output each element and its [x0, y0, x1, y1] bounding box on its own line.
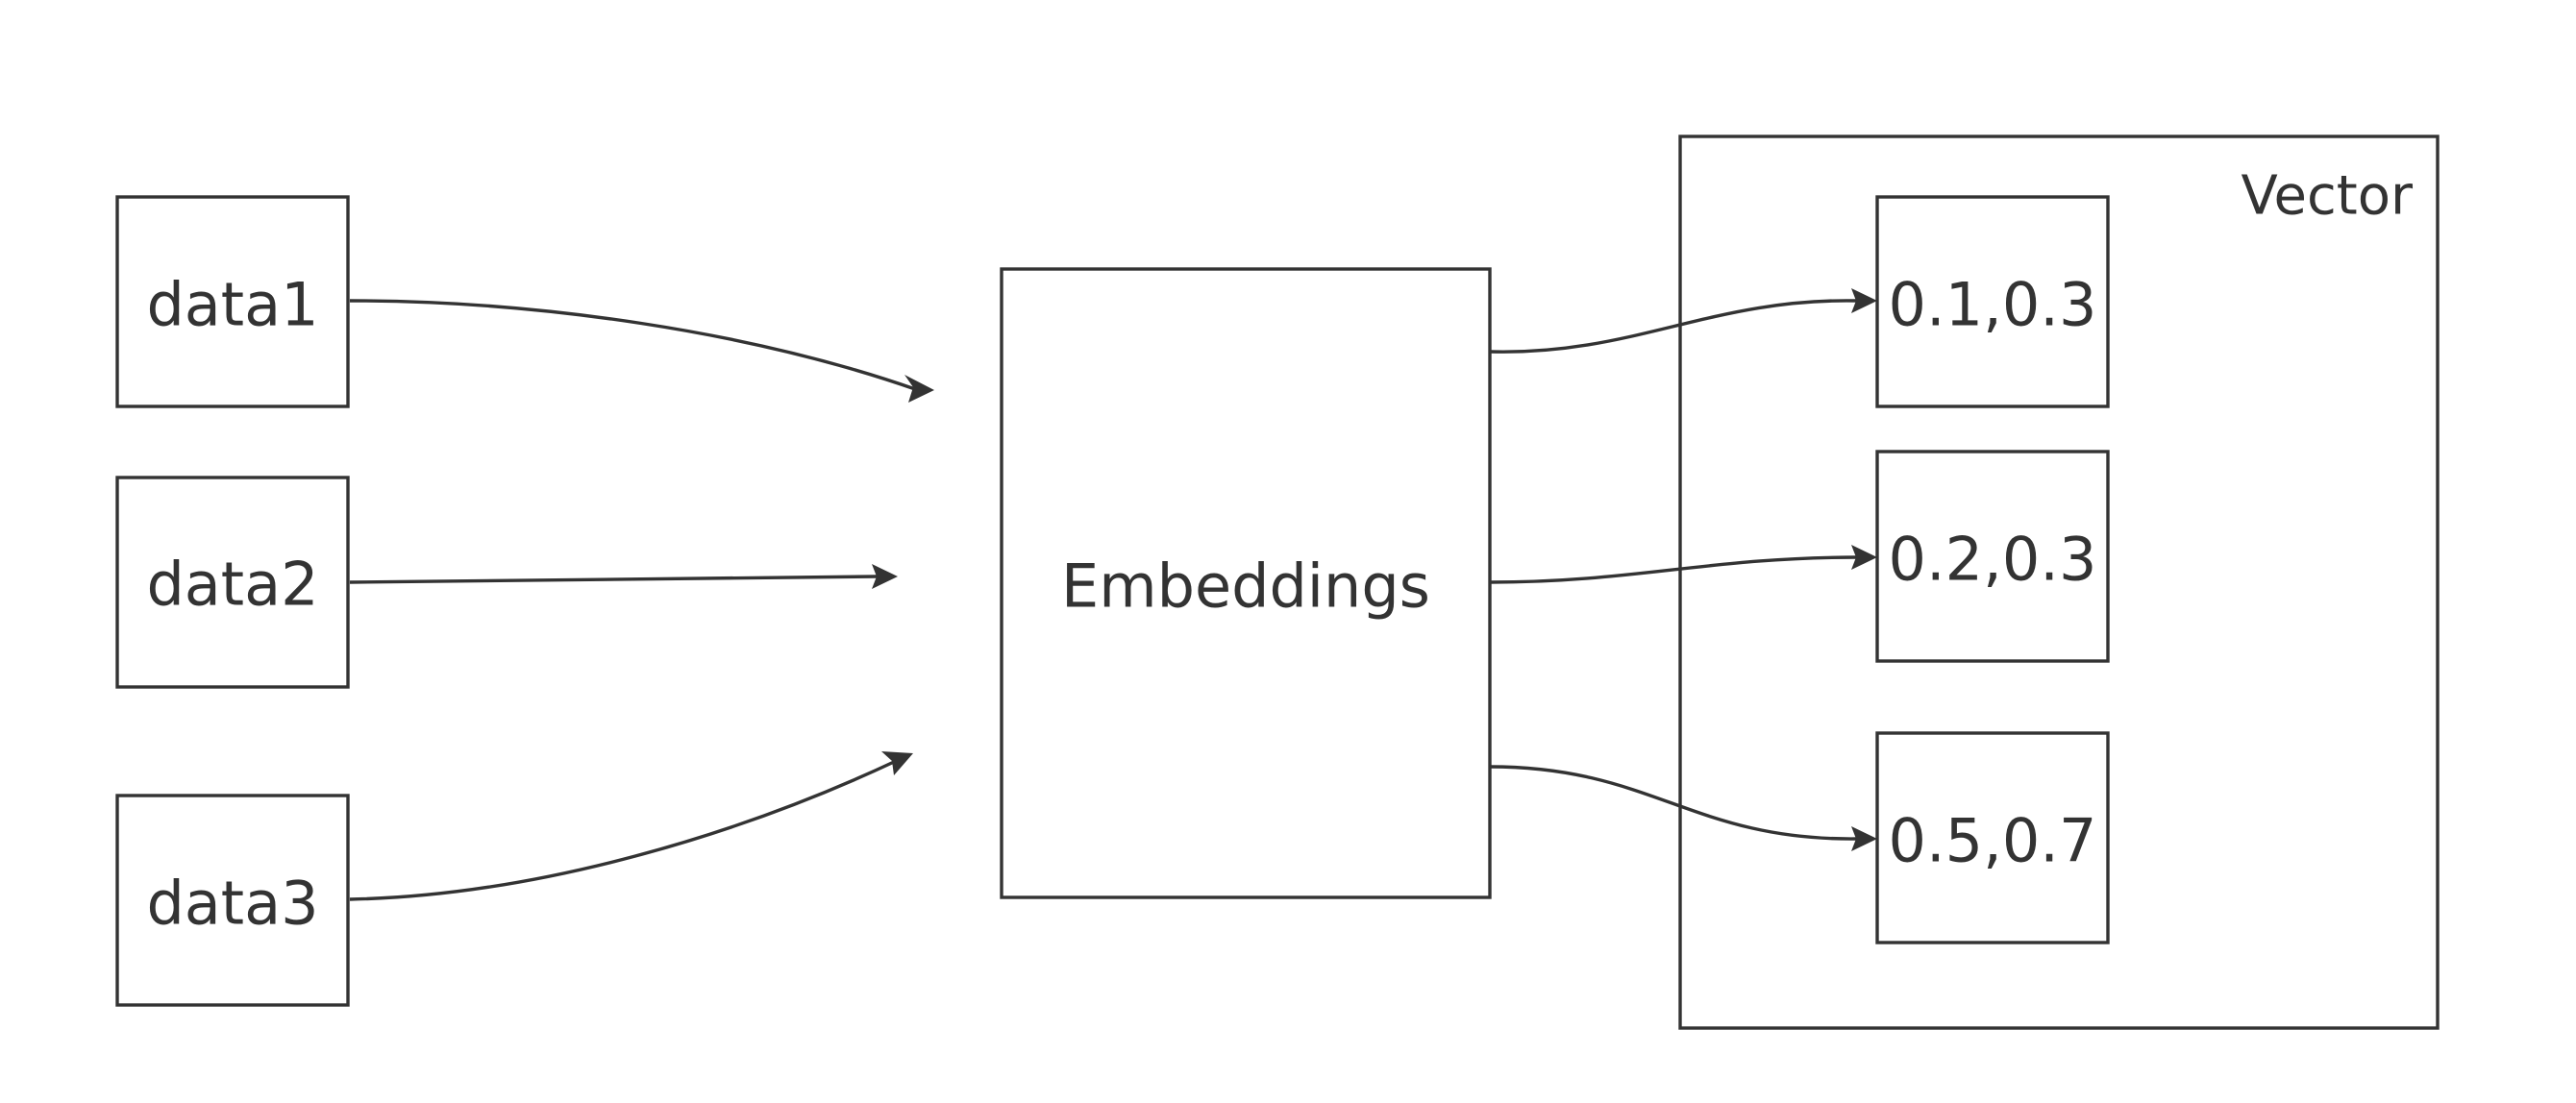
output-node-box	[1875, 450, 2110, 663]
edge-data3-embeddings	[349, 751, 913, 901]
input-node-box	[115, 195, 350, 408]
arrowhead	[904, 375, 934, 403]
input-node-box	[115, 794, 350, 1007]
arrowhead	[1851, 545, 1877, 570]
vector-container-label: Vector	[2242, 165, 2414, 228]
edge-data1-embeddings	[349, 299, 934, 403]
edge-line	[1489, 765, 1858, 841]
input-node-label: data3	[146, 869, 318, 939]
output-node-label: 0.5,0.7	[1889, 806, 2097, 876]
output-node-2: 0.2,0.3	[1875, 450, 2110, 663]
edge-line	[349, 760, 895, 901]
edge-embeddings-out3	[1489, 765, 1877, 851]
input-node-data1: data1	[115, 195, 350, 408]
embeddings-node-box	[1000, 267, 1492, 899]
output-node-label: 0.2,0.3	[1889, 525, 2097, 595]
arrowhead	[872, 564, 898, 589]
arrowhead	[1851, 288, 1877, 313]
input-node-data3: data3	[115, 794, 350, 1007]
edge-line	[349, 575, 878, 584]
edge-line	[349, 299, 916, 391]
edge-embeddings-out2	[1489, 545, 1877, 584]
edge-line	[1489, 299, 1858, 354]
input-node-label: data2	[146, 550, 318, 620]
edge-embeddings-out1	[1489, 288, 1877, 354]
edge-data2-embeddings	[349, 564, 898, 589]
input-node-label: data1	[146, 270, 318, 340]
output-node-box	[1875, 195, 2110, 408]
output-node-box	[1875, 731, 2110, 944]
embeddings-node-label: Embeddings	[1061, 552, 1430, 622]
embeddings-node: Embeddings	[1000, 267, 1492, 899]
input-node-data2: data2	[115, 476, 350, 689]
edge-line	[1489, 555, 1858, 584]
arrowhead	[881, 751, 913, 775]
arrowhead	[1851, 826, 1877, 851]
output-node-1: 0.1,0.3	[1875, 195, 2110, 408]
output-node-3: 0.5,0.7	[1875, 731, 2110, 944]
output-node-label: 0.1,0.3	[1889, 270, 2097, 340]
input-node-box	[115, 476, 350, 689]
